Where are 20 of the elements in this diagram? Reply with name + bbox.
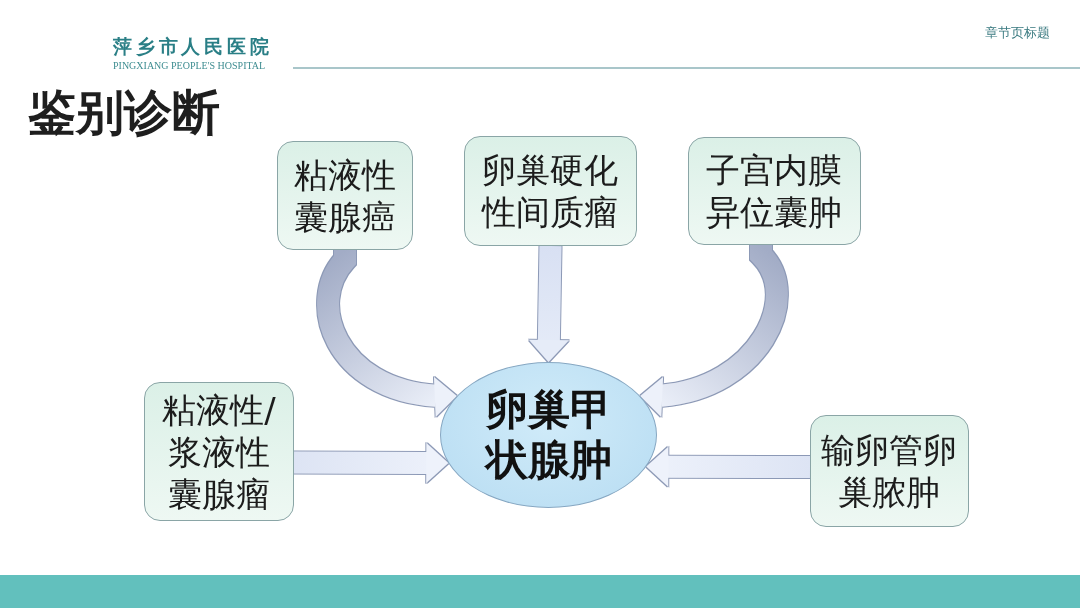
- node-text: 卵巢硬化性间质瘤: [480, 149, 620, 233]
- node-text: 粘液性囊腺癌: [293, 153, 397, 238]
- node-text: 粘液性/浆液性囊腺瘤: [161, 388, 277, 515]
- node-text: 卵巢甲状腺肿: [483, 385, 613, 485]
- curved-block-arrow: [317, 249, 458, 416]
- section-label: 章节页标题: [985, 24, 1050, 42]
- node-text: 输卵管卵巢脓肿: [820, 429, 959, 513]
- hospital-name: 萍乡市人民医院: [113, 35, 273, 59]
- node-text: 子宫内膜异位囊肿: [705, 149, 844, 233]
- block-arrow: [293, 442, 449, 483]
- curved-block-arrow: [639, 244, 788, 416]
- rounded-box: [688, 137, 861, 245]
- block-arrow: [646, 446, 811, 487]
- rounded-box: [144, 382, 294, 521]
- rounded-box: [464, 136, 637, 246]
- hospital-name-english: PINGXIANG PEOPLE'S HOSPITAL: [113, 60, 266, 72]
- rounded-box: [277, 141, 413, 250]
- rounded-box: [810, 415, 969, 527]
- slide-title: 鉴别诊断: [28, 84, 220, 140]
- block-arrow: [528, 245, 569, 363]
